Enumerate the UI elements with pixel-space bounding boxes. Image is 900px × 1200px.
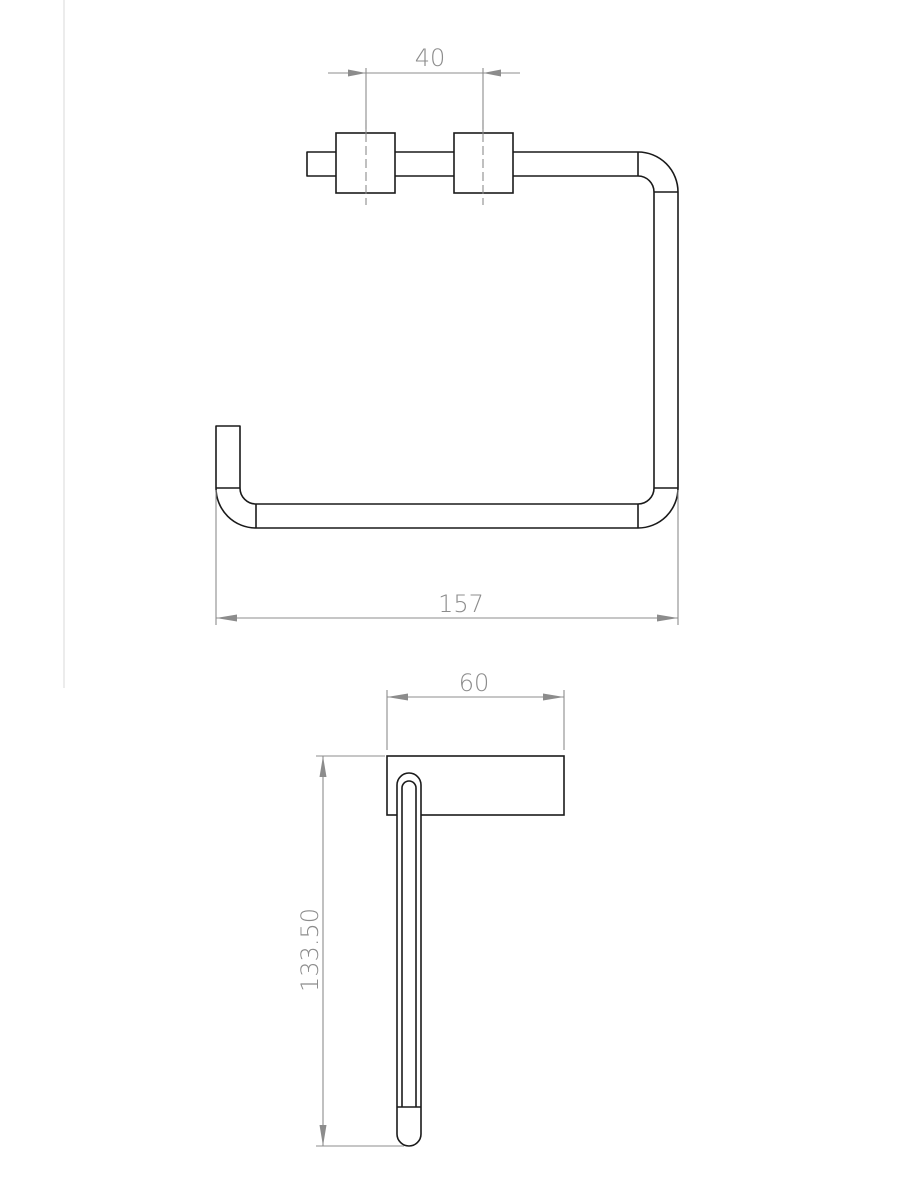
dimension-depth-label: 60 [459, 669, 490, 697]
dimension-height-label: 133.50 [296, 908, 324, 992]
dimension-width-label: 157 [438, 590, 484, 618]
front-view: 40 157 [215, 44, 679, 625]
dimension-mount-spacing: 40 [328, 44, 520, 133]
side-rod-top-cap [401, 780, 417, 789]
dimension-width: 157 [215, 490, 679, 625]
side-view: 60 133.50 [296, 669, 565, 1147]
holder-rod-outline [215, 151, 679, 529]
dimension-depth: 60 [386, 669, 565, 750]
dimension-height: 133.50 [296, 755, 404, 1147]
side-rod-outline [396, 772, 422, 1147]
dimension-mount-spacing-label: 40 [415, 44, 446, 72]
